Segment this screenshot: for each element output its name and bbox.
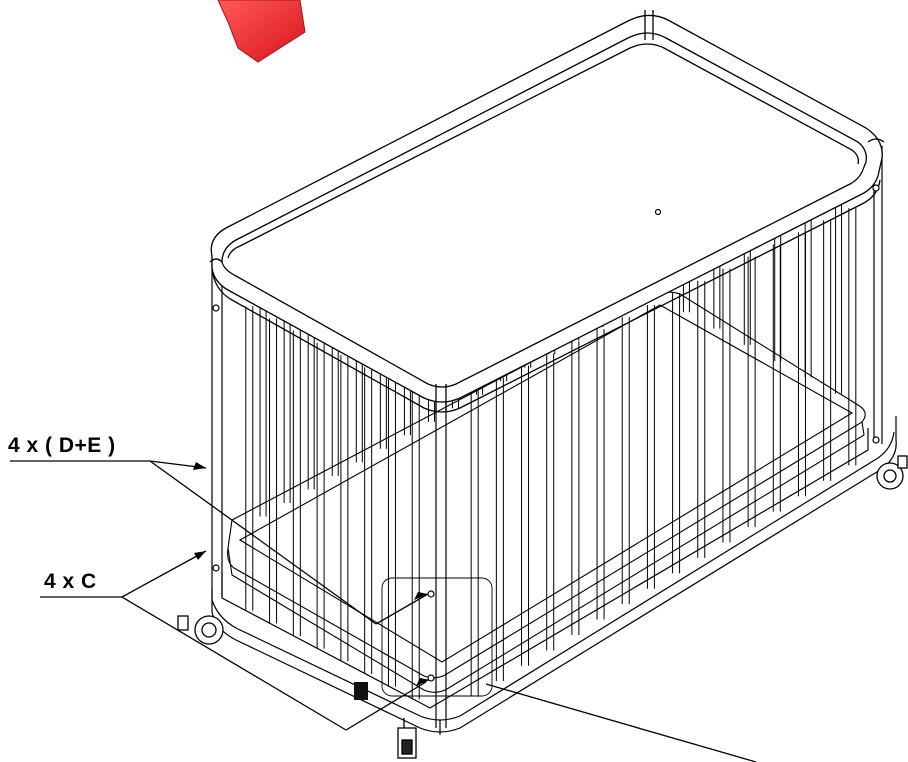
corner-posts	[211, 18, 883, 728]
leader-to-hole-de	[375, 593, 429, 625]
caster-front	[397, 718, 417, 759]
caster-left	[177, 615, 224, 645]
lock-box-outline	[381, 577, 493, 697]
leader-arrowheads	[193, 462, 430, 686]
top-rail	[209, 10, 885, 413]
switch-icon	[354, 682, 368, 700]
callout-d-plus-e: 4 x ( D+E )	[8, 434, 116, 457]
caster-right	[876, 455, 908, 490]
callout-c: 4 x C	[44, 570, 97, 593]
leader-lines	[10, 460, 757, 762]
red-direction-arrow	[217, 0, 306, 63]
screw-holes	[212, 184, 880, 682]
